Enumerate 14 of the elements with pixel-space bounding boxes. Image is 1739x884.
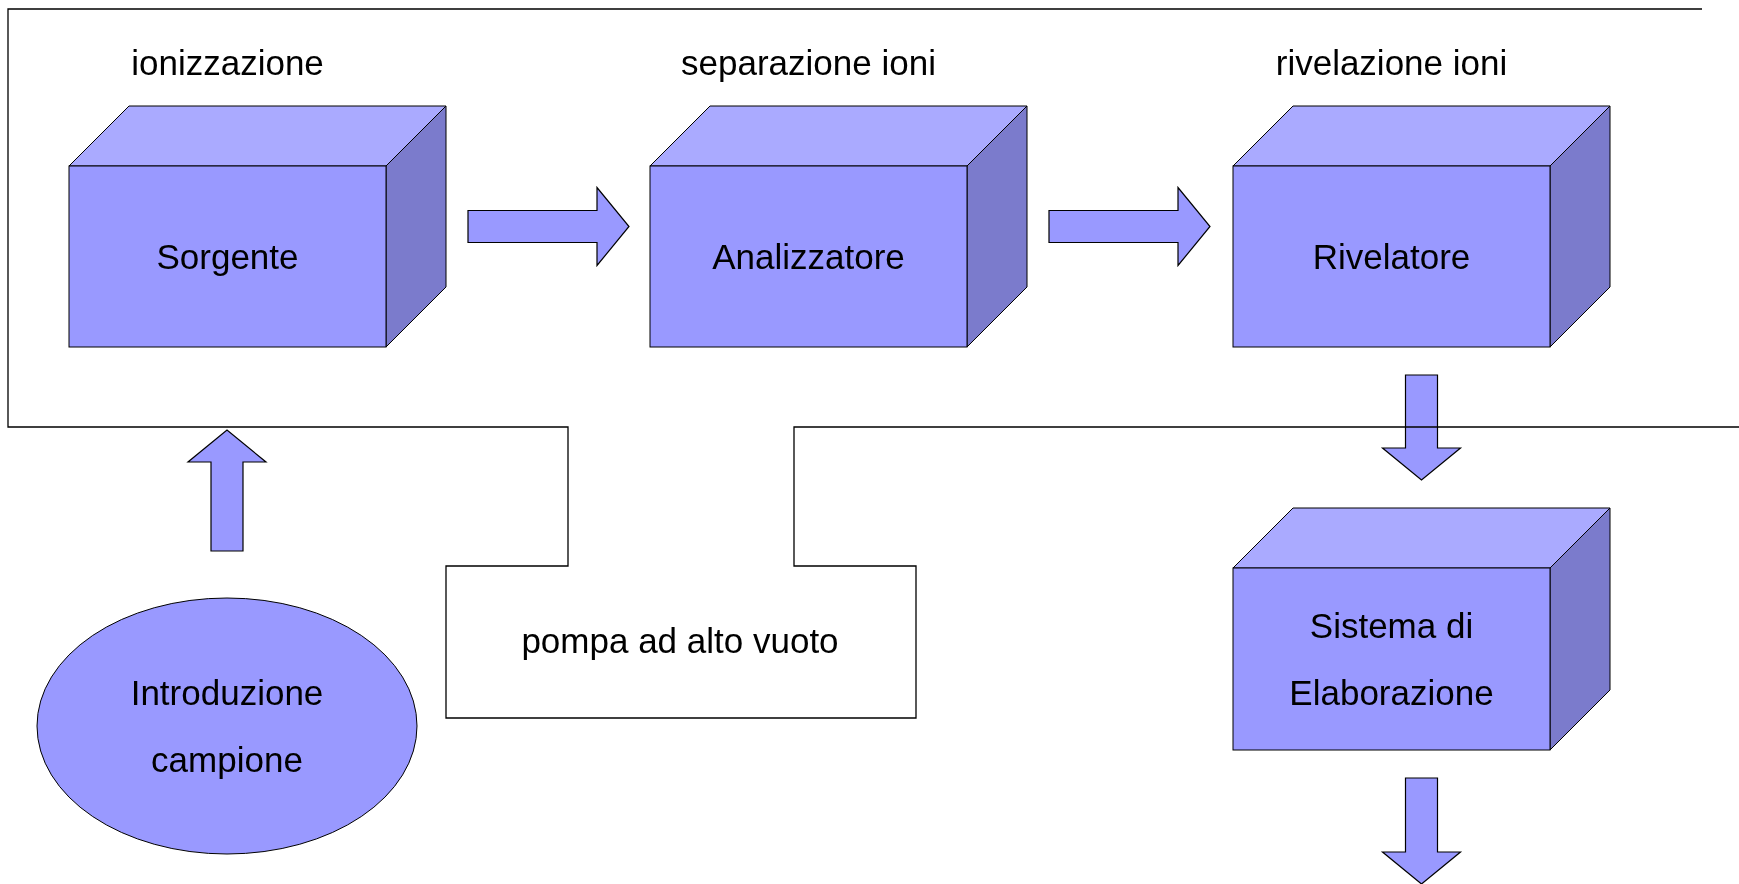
- block-arrow: [1380, 777, 1463, 884]
- stage-heading: rivelazione ioni: [1274, 42, 1509, 84]
- block-arrow: [467, 185, 630, 268]
- block-label: Rivelatore: [1311, 235, 1472, 278]
- pump-label: pompa ad alto vuoto: [520, 620, 840, 662]
- block-arrow: [1048, 185, 1211, 268]
- block-label: Sistema di Elaborazione: [1288, 605, 1495, 714]
- stage-heading: separazione ioni: [680, 42, 937, 84]
- stage-heading: ionizzazione: [130, 42, 325, 84]
- ellipse-label: Introduzione campione: [129, 672, 325, 781]
- block-arrow: [186, 429, 268, 552]
- block-label: Sorgente: [155, 235, 300, 278]
- block-label: Analizzatore: [711, 235, 906, 278]
- block-arrow: [1380, 374, 1463, 481]
